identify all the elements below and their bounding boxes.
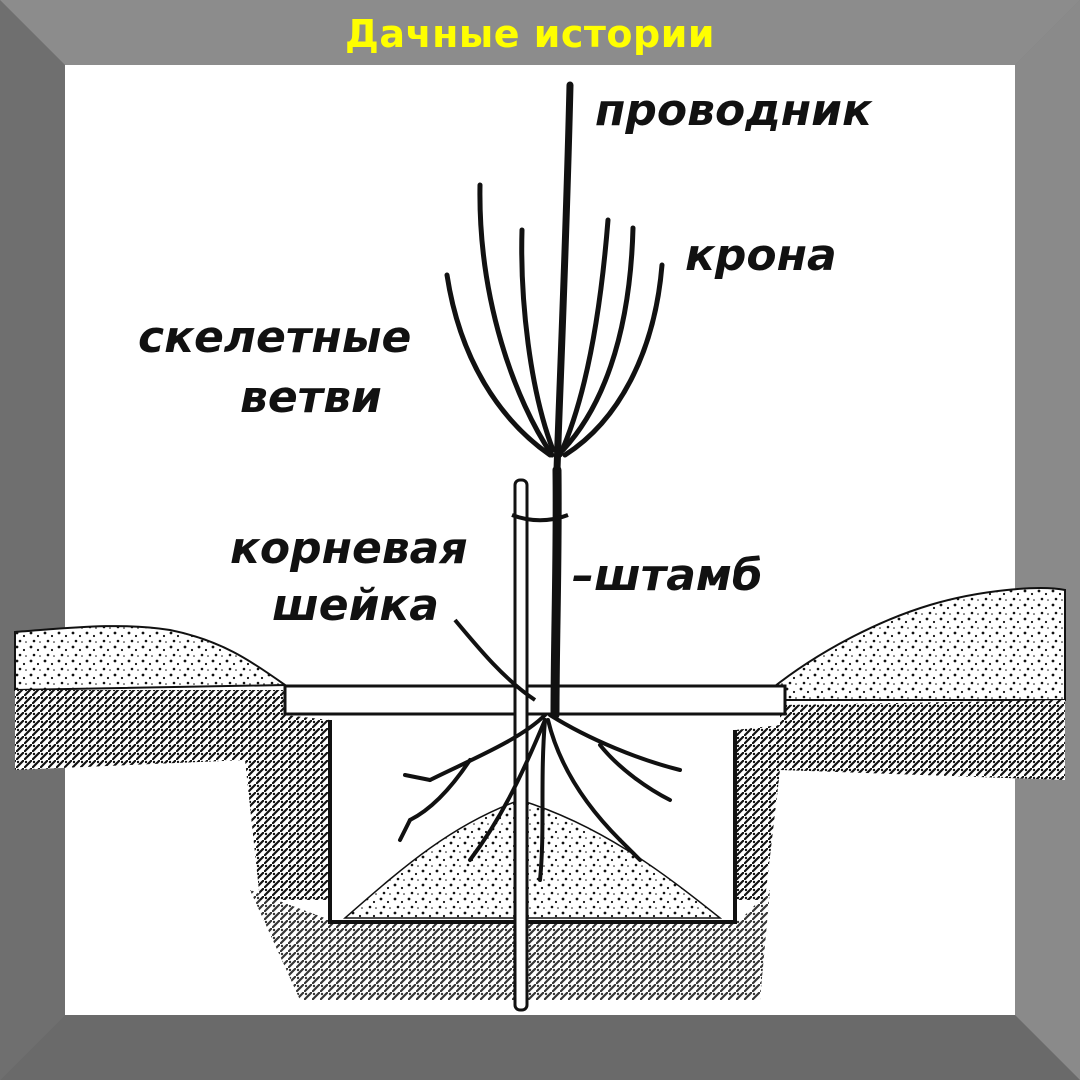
support-stake: [513, 478, 529, 1012]
root-system: [398, 713, 682, 882]
right-ground: [735, 700, 1065, 900]
right-soil-mound: [769, 587, 1066, 701]
fertile-soil-mound: [343, 799, 723, 919]
label-skeletal-line2: ветви: [240, 372, 382, 423]
tree-leader: [553, 81, 574, 474]
root-collar-pointer: [453, 618, 537, 702]
tree-trunk: [550, 465, 562, 720]
left-soil-mound: [14, 625, 289, 692]
stake-tie: [511, 513, 569, 523]
left-ground: [15, 690, 330, 900]
label-leader: проводник: [595, 85, 873, 136]
pit-bottom-shading: [250, 890, 770, 1000]
label-root-collar-line2: шейка: [272, 580, 439, 631]
skeletal-branches: [444, 182, 665, 458]
banner-title: Дачные истории: [345, 12, 715, 56]
label-root-collar-line1: корневая: [230, 523, 468, 574]
label-trunk: –штамб: [572, 550, 763, 601]
label-skeletal-line1: скелетные: [138, 312, 411, 363]
planting-pit: [328, 720, 737, 924]
label-crown: крона: [685, 230, 837, 281]
